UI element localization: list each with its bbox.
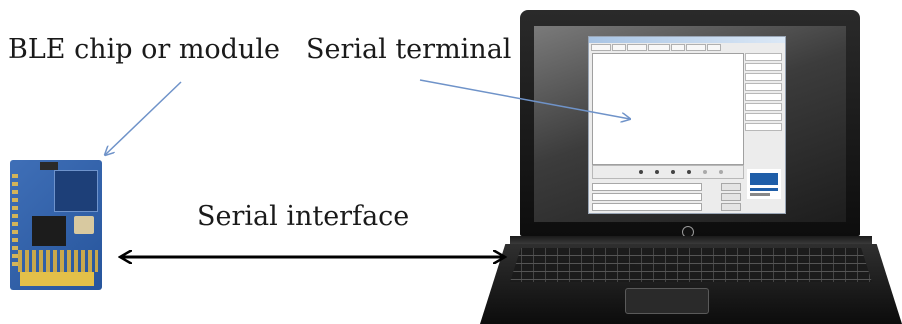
- settings-row: [745, 83, 782, 91]
- app-tab: [648, 44, 670, 51]
- app-tab: [686, 44, 706, 51]
- module-component: [74, 216, 94, 234]
- status-dot: [703, 170, 707, 174]
- settings-row: [745, 123, 782, 131]
- settings-row: [745, 73, 782, 81]
- app-tab: [612, 44, 626, 51]
- send-button: [721, 203, 741, 211]
- settings-row: [745, 113, 782, 121]
- settings-row: [745, 93, 782, 101]
- module-chip: [32, 216, 66, 246]
- serial-terminal-label: Serial terminal: [306, 34, 512, 65]
- hw-group-logo: [747, 169, 781, 199]
- laptop-bezel: [520, 10, 860, 236]
- terminal-app-window: [588, 36, 786, 214]
- module-pads: [18, 250, 98, 272]
- send-button: [721, 193, 741, 201]
- module-connector: [40, 162, 58, 170]
- settings-row: [745, 103, 782, 111]
- settings-row: [745, 63, 782, 71]
- module-side-pads: [12, 174, 18, 270]
- laptop-image: [480, 0, 902, 324]
- terminal-pane: [592, 53, 744, 165]
- status-dot: [687, 170, 691, 174]
- settings-pane: [745, 53, 782, 139]
- app-tabs: [591, 44, 722, 51]
- status-dot: [639, 170, 643, 174]
- status-dot: [671, 170, 675, 174]
- pointer-arrow-terminal: [419, 79, 630, 119]
- status-dot: [719, 170, 723, 174]
- ble-module-image: [10, 160, 102, 290]
- send-field: [592, 193, 702, 201]
- settings-row: [745, 53, 782, 61]
- module-antenna: [20, 272, 94, 286]
- app-tab: [707, 44, 721, 51]
- module-shield: [54, 170, 98, 212]
- status-dot: [655, 170, 659, 174]
- send-field: [592, 183, 702, 191]
- pointer-arrow-ble: [105, 81, 182, 155]
- send-button: [721, 183, 741, 191]
- laptop-keyboard-rows: [510, 248, 872, 282]
- laptop-screen: [534, 26, 846, 222]
- send-field: [592, 203, 702, 211]
- app-titlebar: [589, 37, 785, 43]
- app-tab: [671, 44, 685, 51]
- app-tab: [627, 44, 647, 51]
- app-tab: [591, 44, 611, 51]
- serial-interface-label: Serial interface: [197, 201, 410, 232]
- laptop-touchpad: [625, 288, 709, 314]
- ble-module-label: BLE chip or module: [8, 34, 280, 65]
- laptop-hinge: [510, 236, 872, 244]
- modem-lines-row: [592, 165, 744, 179]
